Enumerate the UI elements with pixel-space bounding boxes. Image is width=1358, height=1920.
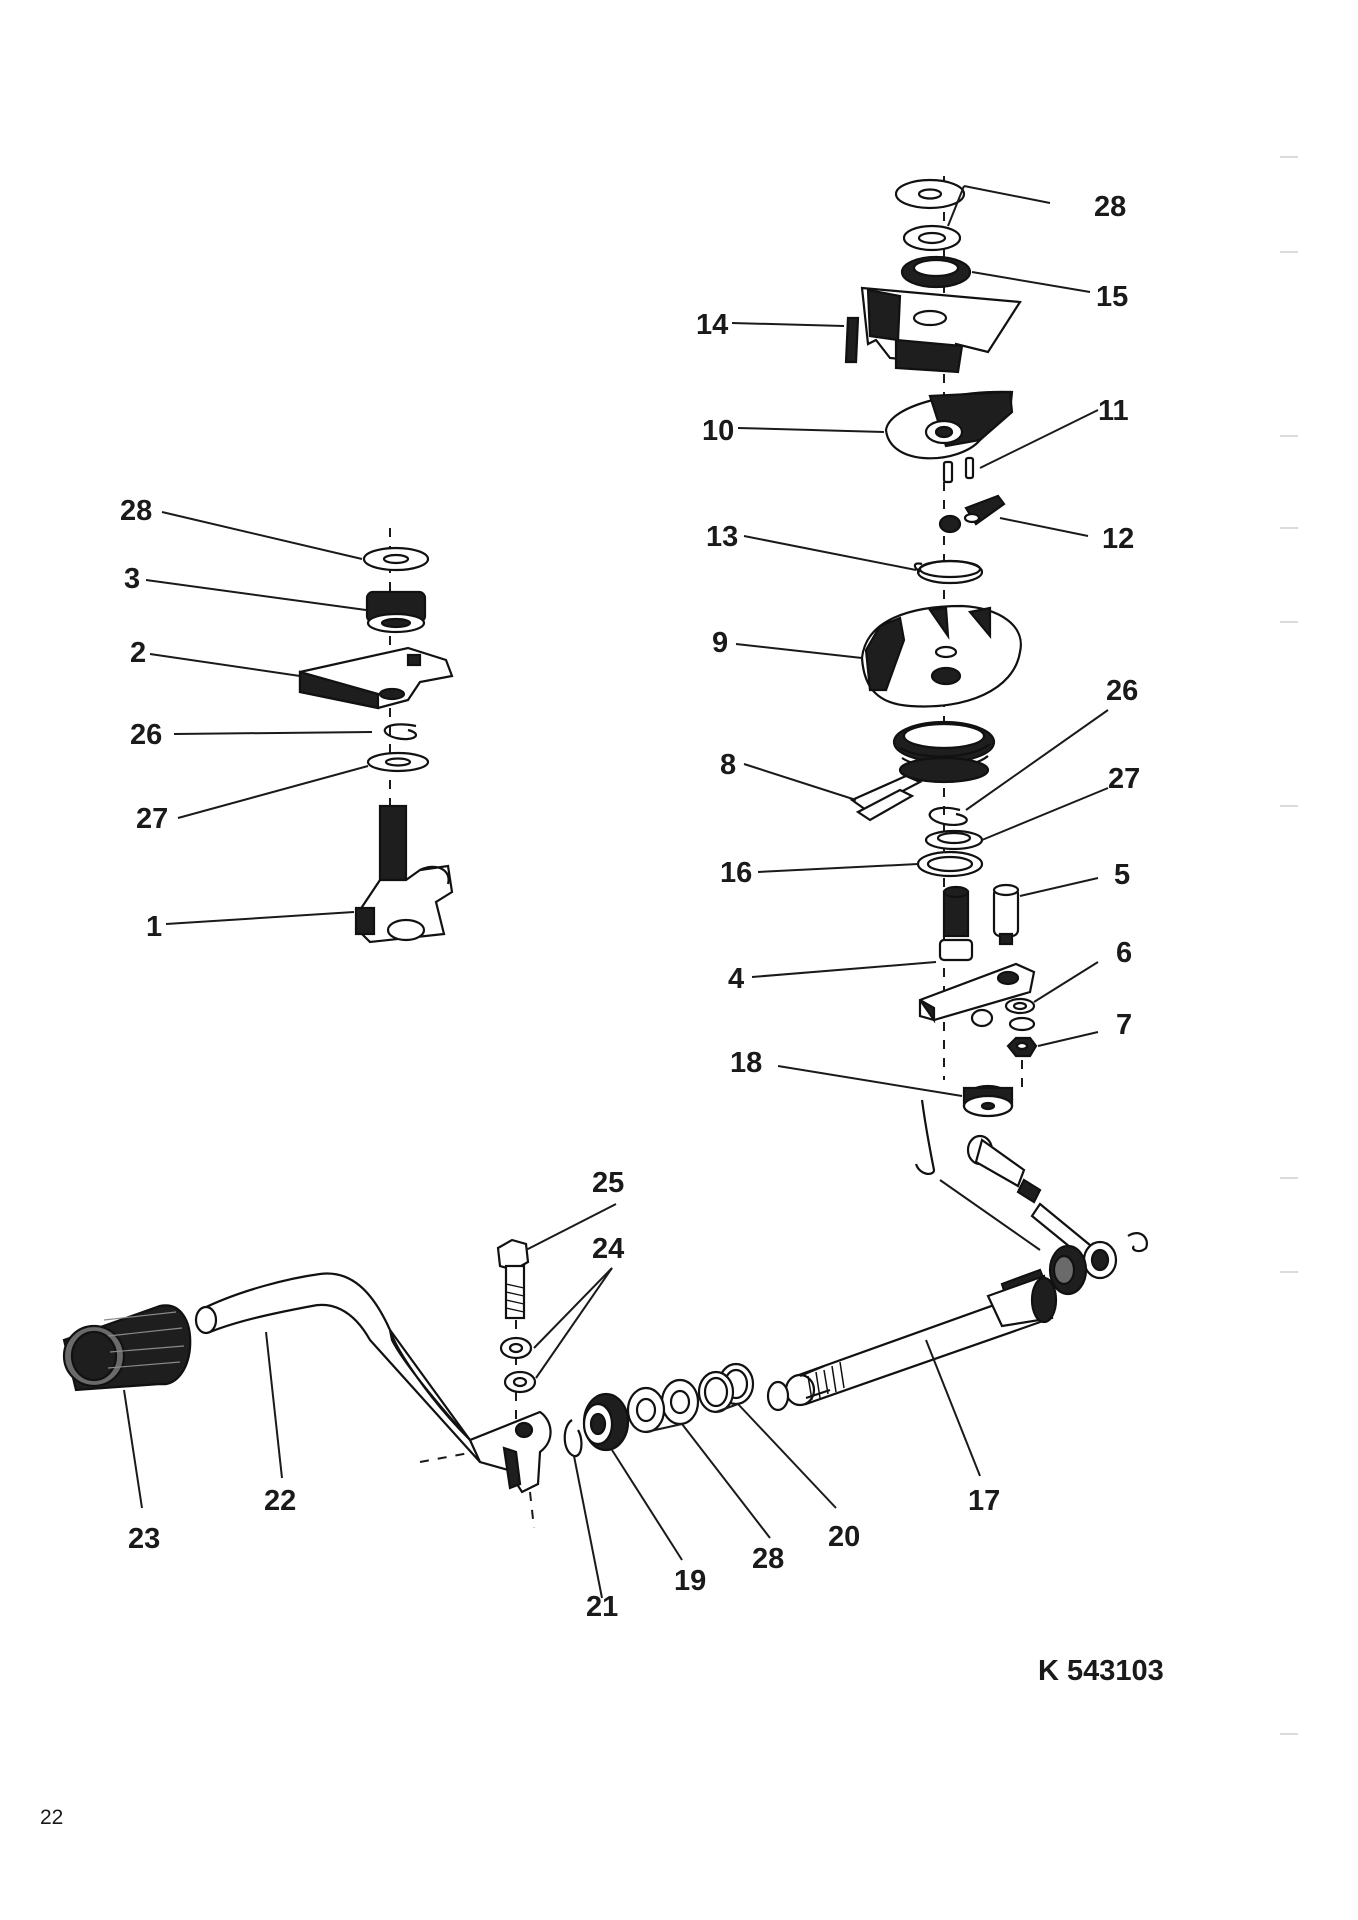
upper-washer-28b-icon (902, 224, 962, 252)
callout-10: 10 (702, 415, 734, 447)
selector-arm-4-icon (918, 885, 1036, 1028)
callouts: 28 15 14 10 11 12 13 9 26 8 27 16 5 4 6 … (120, 191, 1140, 1623)
callout-28-upper: 28 (1094, 191, 1126, 223)
callout-17: 17 (968, 1485, 1000, 1517)
washer-16-icon (916, 850, 984, 878)
left-washer-28-icon (362, 546, 430, 572)
washers-24-icon (499, 1336, 537, 1394)
pawl-12-icon (938, 494, 1006, 534)
bush-15-icon (900, 255, 972, 289)
callout-16: 16 (720, 857, 752, 889)
pedal-rubber-23-icon (62, 1304, 192, 1392)
callout-1: 1 (146, 911, 162, 943)
callout-5: 5 (1114, 859, 1130, 891)
right-washer-27-icon (924, 829, 984, 851)
callout-13: 13 (706, 521, 738, 553)
stop-plate-14-icon (844, 286, 1022, 374)
left-washer-27-icon (366, 751, 430, 773)
knurled-knob-18-icon (962, 1084, 1014, 1118)
callout-20: 20 (828, 1521, 860, 1553)
linkage-assembly (914, 1084, 1148, 1296)
upper-washer-28a-icon (894, 178, 966, 210)
callout-24: 24 (592, 1233, 624, 1265)
callout-15: 15 (1096, 281, 1128, 313)
callout-28-left: 28 (120, 495, 152, 527)
spring-clip-13-icon (913, 559, 984, 585)
drawing-code: K 543103 (1038, 1655, 1164, 1687)
bolt-25-icon (496, 1238, 530, 1420)
pawl-carrier-10-icon (884, 390, 1014, 460)
margin-marks (1280, 156, 1298, 1735)
callout-19: 19 (674, 1565, 706, 1597)
callout-25: 25 (592, 1167, 624, 1199)
callout-27-left: 27 (136, 803, 168, 835)
callout-2: 2 (130, 637, 146, 669)
left-plate-2-icon (298, 646, 454, 710)
page-number: 22 (40, 1806, 63, 1829)
gear-lever-22-icon (194, 1272, 552, 1529)
washer-6-icon (1004, 997, 1036, 1032)
nut-7-icon (1006, 1036, 1038, 1058)
callout-7: 7 (1116, 1009, 1132, 1041)
callout-18: 18 (730, 1047, 762, 1079)
callout-21: 21 (586, 1591, 618, 1623)
selector-plate-9-icon (860, 604, 1022, 708)
callout-12: 12 (1102, 523, 1134, 555)
left-quadrant-1-icon (354, 804, 454, 944)
right-clip-26-icon (928, 806, 968, 826)
shaft-spacers (563, 1362, 755, 1458)
callout-11: 11 (1098, 395, 1129, 427)
knurled-knob-lower-icon (1048, 1244, 1088, 1296)
callout-6: 6 (1116, 937, 1132, 969)
callout-26-right: 26 (1106, 675, 1138, 707)
left-clip-26-icon (383, 723, 418, 741)
callout-8: 8 (720, 749, 736, 781)
callout-27-right: 27 (1108, 763, 1140, 795)
callout-14: 14 (696, 309, 728, 341)
callout-23: 23 (128, 1523, 160, 1555)
callout-28-lower: 28 (752, 1543, 784, 1575)
callout-9: 9 (712, 627, 728, 659)
callout-4: 4 (728, 963, 744, 995)
right-upper-stack (844, 176, 1038, 1090)
leader-lines (123, 185, 1109, 1599)
pin-11-icon (942, 456, 975, 484)
callout-22: 22 (264, 1485, 296, 1517)
stud-5-icon (992, 883, 1020, 946)
return-spring-8-icon (849, 720, 996, 822)
rod-end-icon (966, 1134, 1148, 1280)
callout-3: 3 (124, 563, 140, 595)
selector-shaft-17-icon (419, 1268, 1058, 1463)
shaft-spline-icon (807, 1361, 845, 1401)
callout-26-left: 26 (130, 719, 162, 751)
left-bush-3-icon (365, 590, 427, 634)
left-assembly (298, 528, 454, 944)
